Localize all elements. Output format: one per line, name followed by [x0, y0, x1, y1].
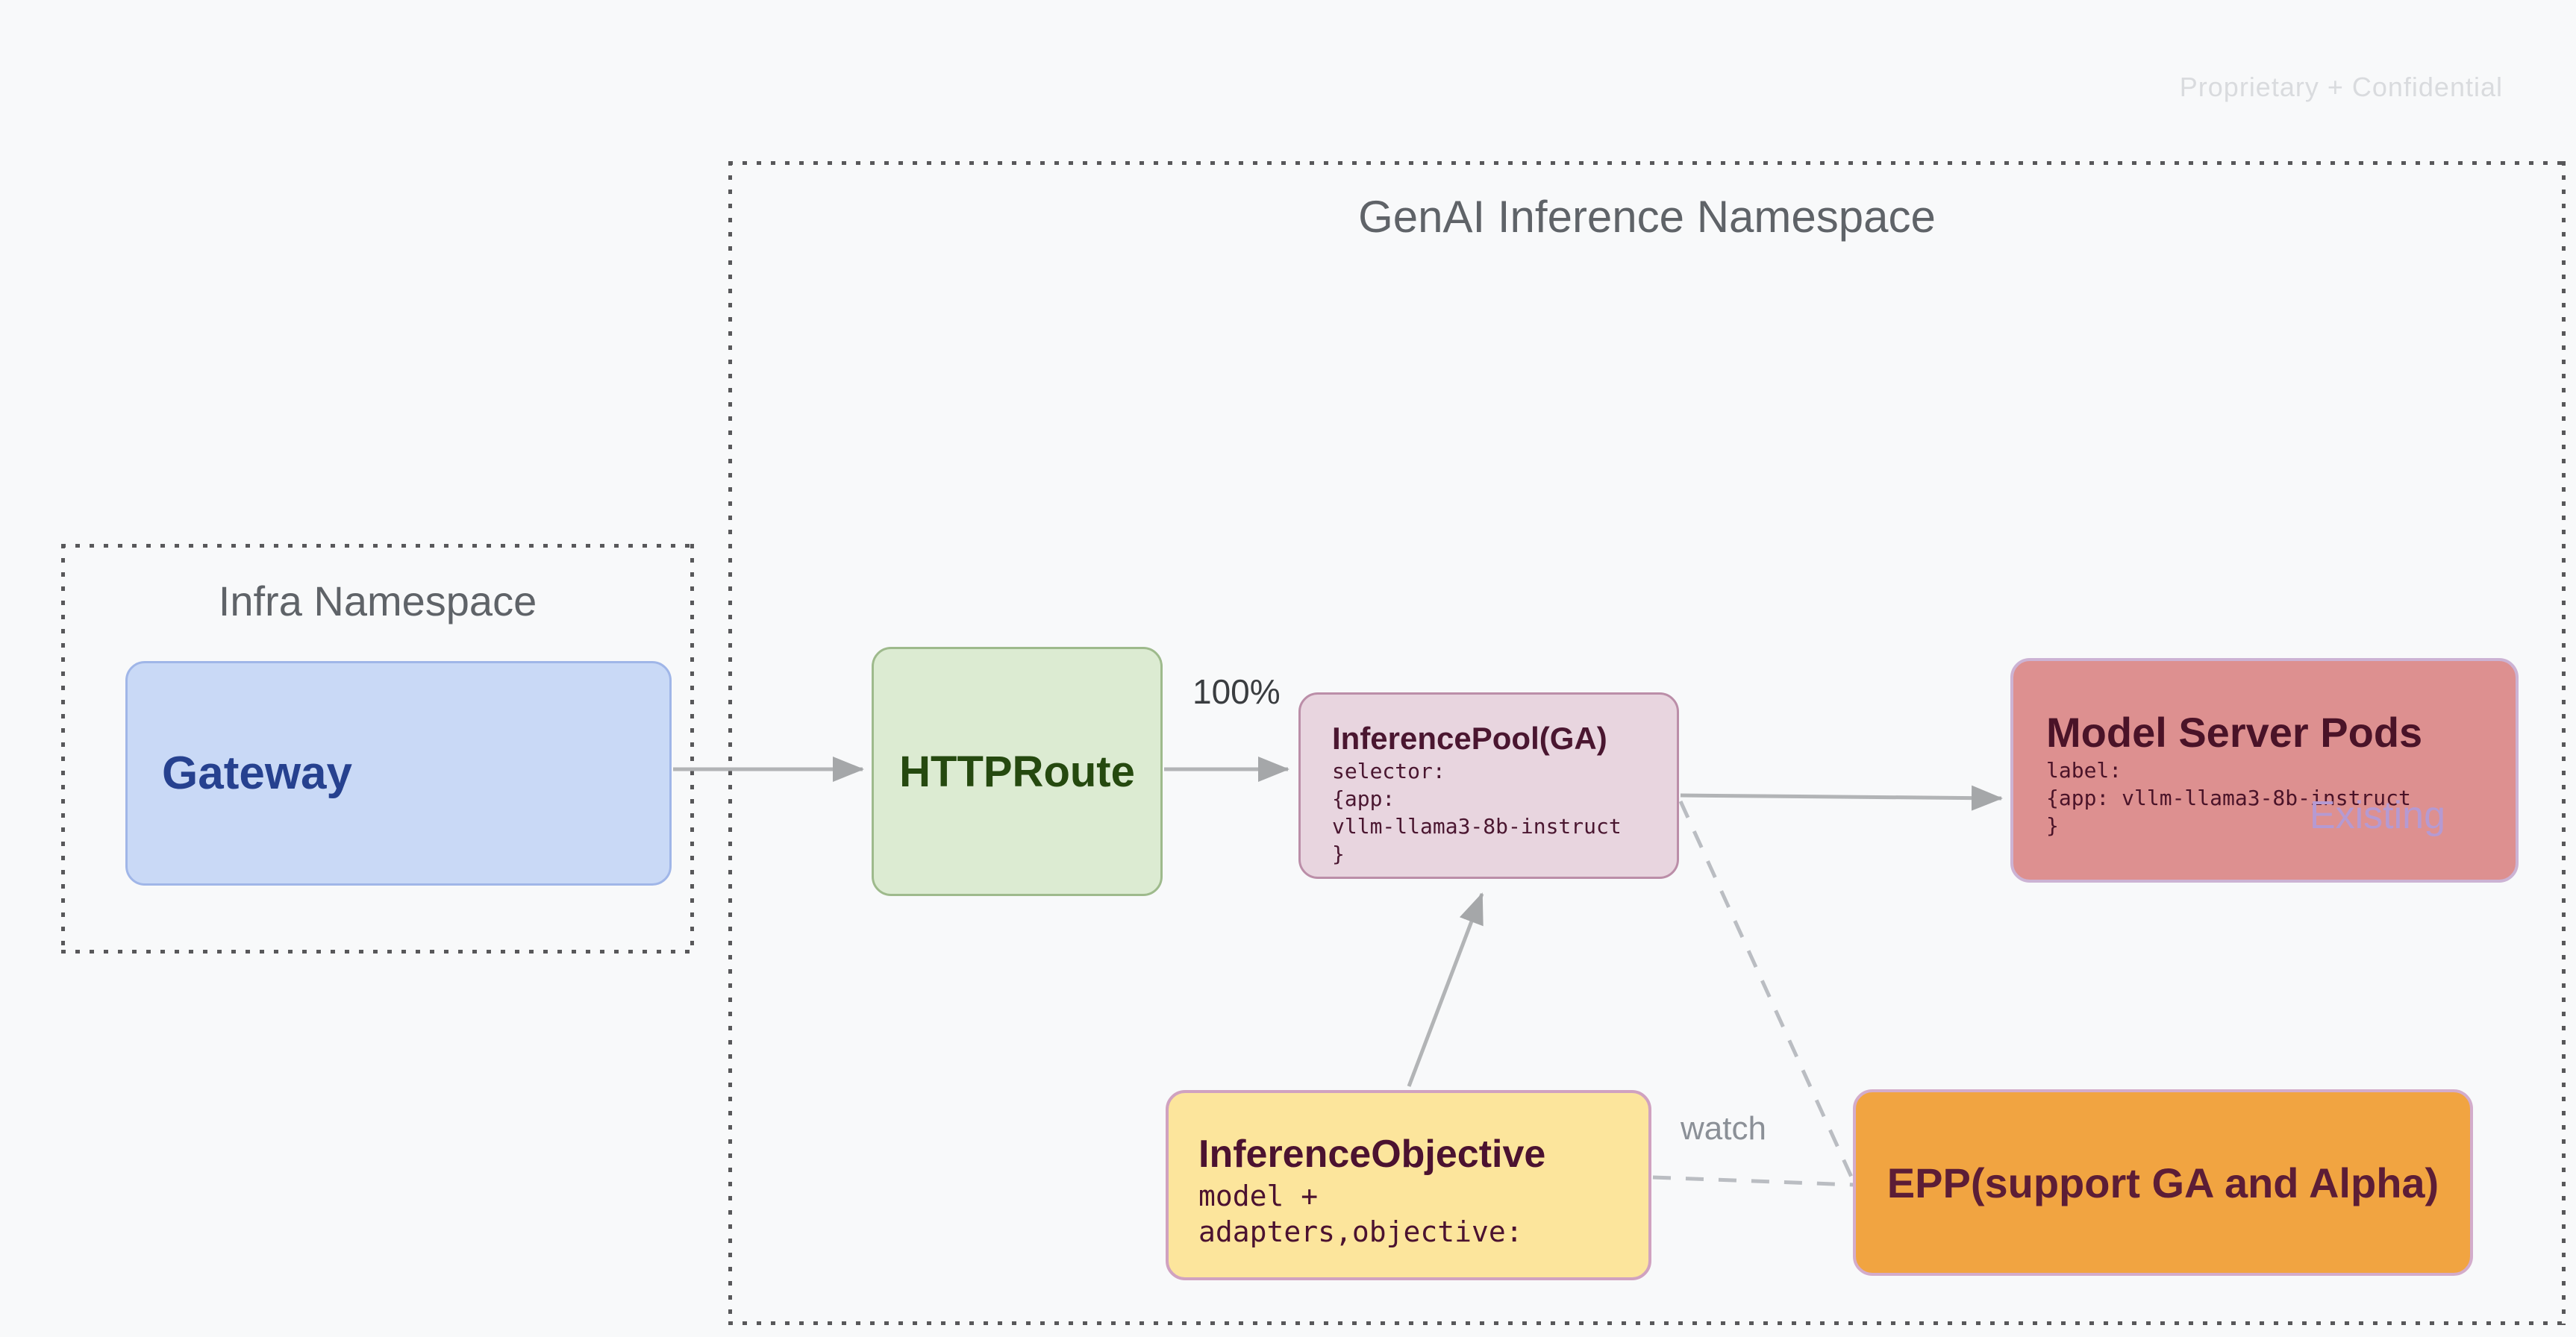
- inferenceobjective-code-line: adapters,objective:: [1198, 1215, 1523, 1248]
- infra-namespace-title: Infra Namespace: [218, 577, 537, 624]
- inferencepool-code-line: }: [1332, 842, 1345, 866]
- traffic-percent-label: 100%: [1192, 672, 1281, 711]
- httproute-node: HTTPRoute: [872, 647, 1163, 896]
- inferenceobjective-title: InferenceObjective: [1198, 1133, 1546, 1176]
- inferenceobjective-node: InferenceObjective model + adapters,obje…: [1166, 1090, 1651, 1280]
- modelserverpods-code-line: }: [2046, 813, 2059, 838]
- inferencepool-node: InferencePool(GA) selector: {app: vllm-l…: [1298, 692, 1679, 879]
- gateway-node: Gateway: [125, 661, 672, 886]
- httproute-label: HTTPRoute: [899, 747, 1135, 796]
- epp-node: EPP(support GA and Alpha): [1853, 1089, 2473, 1276]
- confidentiality-watermark: Proprietary + Confidential: [2179, 72, 2503, 102]
- inferencepool-code-line: selector:: [1332, 759, 1445, 783]
- existing-tag: Existing: [2309, 794, 2445, 837]
- inferencepool-title: InferencePool(GA): [1332, 721, 1607, 756]
- modelserverpods-code-line: {app: vllm-llama3-8b-instruct: [2046, 786, 2411, 810]
- genai-namespace-title: GenAI Inference Namespace: [1358, 192, 1936, 242]
- gateway-label: Gateway: [162, 748, 353, 799]
- modelserverpods-node: Model Server Pods label: {app: vllm-llam…: [2010, 658, 2519, 883]
- modelserverpods-title: Model Server Pods: [2046, 709, 2423, 756]
- watch-label: watch: [1681, 1110, 1766, 1147]
- inferenceobjective-code-line: model +: [1198, 1180, 1319, 1212]
- inferencepool-code-line: vllm-llama3-8b-instruct: [1332, 814, 1622, 839]
- modelserverpods-code-line: label:: [2046, 758, 2122, 783]
- inferencepool-code-line: {app:: [1332, 786, 1395, 811]
- epp-label: EPP(support GA and Alpha): [1886, 1159, 2439, 1206]
